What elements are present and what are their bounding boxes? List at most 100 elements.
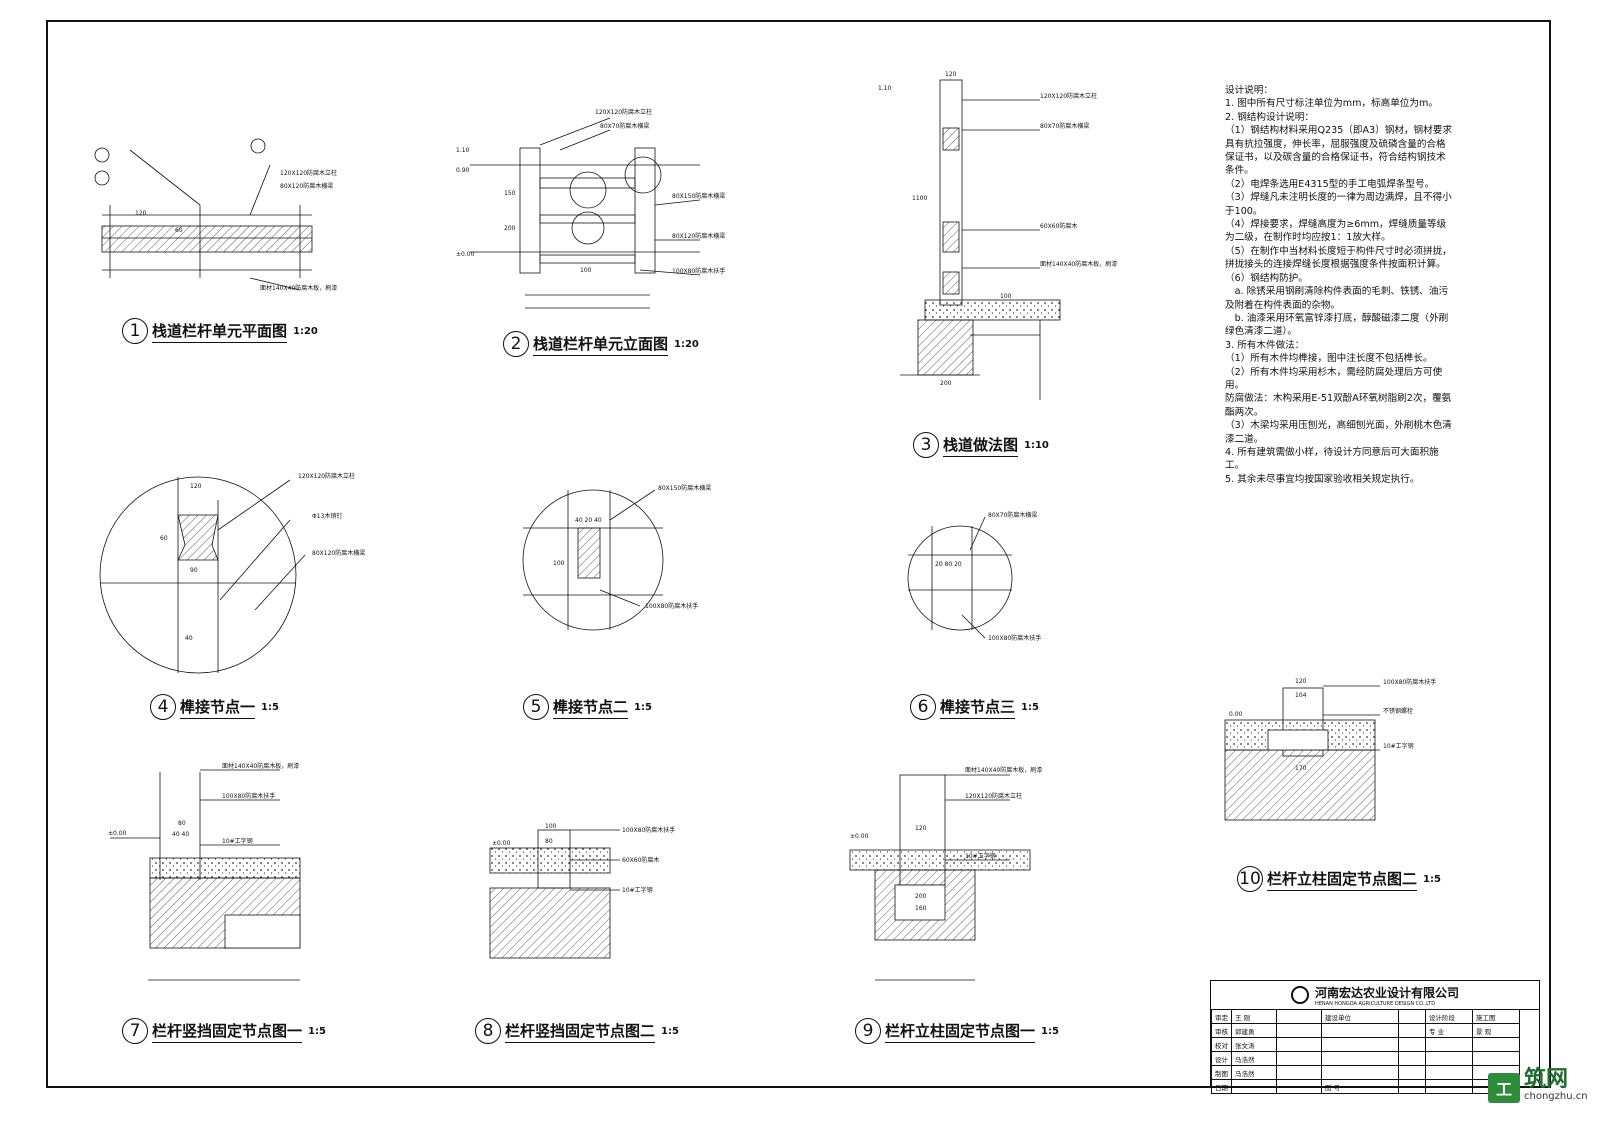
- elev-9: ±0.00: [850, 833, 869, 840]
- elev-2a: 1.10: [456, 147, 470, 154]
- notes-heading: 设计说明：: [1225, 85, 1273, 96]
- dim-1a: 120: [135, 210, 147, 217]
- tb-cell: 建设单位: [1321, 1009, 1399, 1024]
- callout-3a: 120X120防腐木立柱: [1040, 92, 1097, 100]
- callout-10b: 不锈钢螺栓: [1383, 707, 1413, 715]
- notes-line: 1. 图中所有尺寸标注单位为mm，标高单位为m。: [1225, 98, 1438, 110]
- dim-9c: 160: [915, 905, 927, 912]
- notes-line: （1）钢结构材料采用Q235（即A3）钢材，钢材要求具有抗拉强度，伸长率，屈服强…: [1225, 125, 1452, 177]
- detail-number: 6: [910, 694, 936, 720]
- company-name-text: 河南宏达农业设计有限公司: [1314, 985, 1459, 1000]
- notes-line: 3. 所有木件做法：: [1225, 339, 1305, 351]
- dim-3a: 1100: [912, 195, 927, 202]
- detail-number: 2: [503, 331, 529, 357]
- tb-cell: [1276, 1065, 1322, 1080]
- callout-10a: 100X80防腐木扶手: [1383, 678, 1436, 686]
- notes-line: b. 油漆采用环氧富锌漆打底，醇酸磁漆二度（外刷绿色清漆二道）。: [1225, 312, 1449, 338]
- title-block-table: 审定 王 刚 建设单位 设计阶段 施工图 审核 郭建勇 专 业 景 观 校对 张…: [1211, 1009, 1520, 1094]
- tb-cell: [1276, 1079, 1322, 1094]
- dim-4a: 120: [190, 483, 202, 490]
- detail-title-3: 3 栈道做法图 1:10: [913, 432, 1049, 458]
- company-name: 河南宏达农业设计有限公司 HENAN HONGDA AGRICULTURE DE…: [1211, 981, 1539, 1010]
- detail-scale: 1:5: [308, 1025, 326, 1037]
- callout-9c: 10#工字钢: [965, 852, 996, 860]
- callout-2a: 120X120防腐木立柱: [595, 108, 652, 116]
- notes-line: 4. 所有建筑需做小样，待设计方同意后可大面积施工。: [1225, 446, 1439, 472]
- notes-line: 5. 其余未尽事宜均按国家验收相关规定执行。: [1225, 473, 1420, 485]
- company-logo-icon: [1290, 986, 1309, 1004]
- callout-5b: 100X80防腐木扶手: [645, 602, 698, 610]
- tb-cell: [1276, 1037, 1322, 1052]
- watermark: 工 筑网 chongzhu.cn: [1488, 1068, 1588, 1106]
- tb-cell: [1276, 1051, 1322, 1066]
- dim-8a: 100: [545, 823, 557, 830]
- company-name-en: HENAN HONGDA AGRICULTURE DESIGN CO.,LTD: [1314, 1000, 1436, 1007]
- detail-7-fix: ±0.00 80 40 40 面材140X40防腐木板，刷漆 100X80防腐木…: [108, 762, 301, 981]
- title-block: 河南宏达农业设计有限公司 HENAN HONGDA AGRICULTURE DE…: [1210, 980, 1540, 1094]
- tb-cell: 设计阶段: [1425, 1009, 1473, 1024]
- detail-scale: 1:20: [674, 338, 699, 350]
- tb-cell: 郭建勇: [1231, 1023, 1277, 1038]
- tb-cell: 马浩然: [1231, 1051, 1277, 1066]
- detail-scale: 1:5: [634, 701, 652, 713]
- dim-2c: 100: [580, 267, 592, 274]
- detail-number: 4: [150, 694, 176, 720]
- detail-title-text: 栏杆立柱固定节点图一: [885, 1020, 1036, 1043]
- notes-line: （6）钢结构防护。: [1225, 272, 1308, 284]
- tb-cell: [1276, 1009, 1322, 1024]
- detail-title-text: 栏杆竖挡固定节点图一: [152, 1020, 303, 1043]
- notes-line: （3）焊缝凡未注明长度的一律为周边满焊，且不得小于100。: [1225, 192, 1452, 217]
- dim-9b: 200: [915, 893, 927, 900]
- tb-cell: 马浩然: [1231, 1065, 1277, 1080]
- design-notes: 设计说明： 1. 图中所有尺寸标注单位为mm，标高单位为m。 2. 钢结构设计说…: [1225, 84, 1455, 486]
- detail-title-5: 5 榫接节点二 1:5: [523, 694, 652, 720]
- dim-3d: 120: [945, 71, 957, 78]
- tb-cell: [1425, 1051, 1473, 1066]
- notes-line: （2）电焊条选用E4315型的手工电弧焊条型号。: [1225, 178, 1435, 190]
- detail-title-text: 栈道栏杆单元平面图: [152, 320, 288, 343]
- callout-7c: 10#工字钢: [222, 837, 253, 845]
- detail-title-text: 栈道栏杆单元立面图: [533, 333, 669, 356]
- detail-number: 10: [1237, 866, 1263, 892]
- detail-scale: 1:5: [1021, 701, 1039, 713]
- tb-cell: [1472, 1051, 1520, 1066]
- tb-cell: [1398, 1079, 1426, 1094]
- callout-1a: 120X120防腐木立柱: [280, 169, 337, 177]
- callout-6b: 100X80防腐木扶手: [988, 634, 1041, 642]
- detail-number: 9: [855, 1018, 881, 1044]
- detail-title-text: 榫接节点三: [940, 696, 1016, 719]
- detail-6-joint: 20 80 20 80X70防腐木横梁 100X80防腐木扶手: [907, 511, 1041, 642]
- dim-5a: 40 20 40: [575, 517, 602, 524]
- detail-8-fix: ±0.00 100 80 100X80防腐木扶手 60X60防腐木 10#工字钢: [489, 823, 675, 959]
- tb-cell: [1321, 1037, 1399, 1052]
- dim-4d: 40: [185, 635, 193, 642]
- watermark-url: chongzhu.cn: [1524, 1091, 1588, 1102]
- tb-cell: [1398, 1051, 1426, 1066]
- notes-line: （4）焊接要求，焊缝高度为≥6mm，焊缝质量等级为二级，在制作时均应按1：1放大…: [1225, 219, 1447, 244]
- detail-scale: 1:5: [1041, 1025, 1059, 1037]
- callout-9b: 120X120防腐木立柱: [965, 792, 1022, 800]
- tb-cell: [1321, 1051, 1399, 1066]
- tb-cell: 审核: [1211, 1023, 1232, 1038]
- watermark-logo-icon: 工: [1488, 1073, 1520, 1103]
- detail-4-joint: 120 60 90 40 120X120防腐木立柱 Φ13木销钉 80X120防…: [99, 472, 365, 674]
- callout-10c: 10#工字钢: [1383, 742, 1414, 750]
- elev-10: 0.00: [1229, 711, 1243, 718]
- detail-title-8: 8 栏杆竖挡固定节点图二 1:5: [475, 1018, 679, 1044]
- callout-2c: 80X150防腐木横梁: [672, 192, 725, 200]
- dim-10c: 170: [1295, 765, 1307, 772]
- detail-title-6: 6 榫接节点三 1:5: [910, 694, 1039, 720]
- tb-cell: 张文涛: [1231, 1037, 1277, 1052]
- tb-cell: [1472, 1037, 1520, 1052]
- detail-9-fix: ±0.00 120 200 160 面材140X40防腐木板，刷漆 120X12…: [849, 766, 1042, 981]
- detail-3-section: 1.10 1100 200 100 120 120X120防腐木立柱 80X70…: [878, 71, 1117, 400]
- dim-4c: 90: [190, 567, 198, 574]
- dim-4b: 60: [160, 535, 168, 542]
- detail-title-9: 9 栏杆立柱固定节点图一 1:5: [855, 1018, 1059, 1044]
- tb-cell: [1321, 1065, 1399, 1080]
- tb-cell: 校对: [1211, 1037, 1232, 1052]
- callout-3c: 60X60防腐木: [1040, 222, 1077, 230]
- tb-cell: 施工图: [1472, 1009, 1520, 1024]
- tb-cell: [1398, 1009, 1426, 1024]
- tb-cell: [1425, 1079, 1473, 1094]
